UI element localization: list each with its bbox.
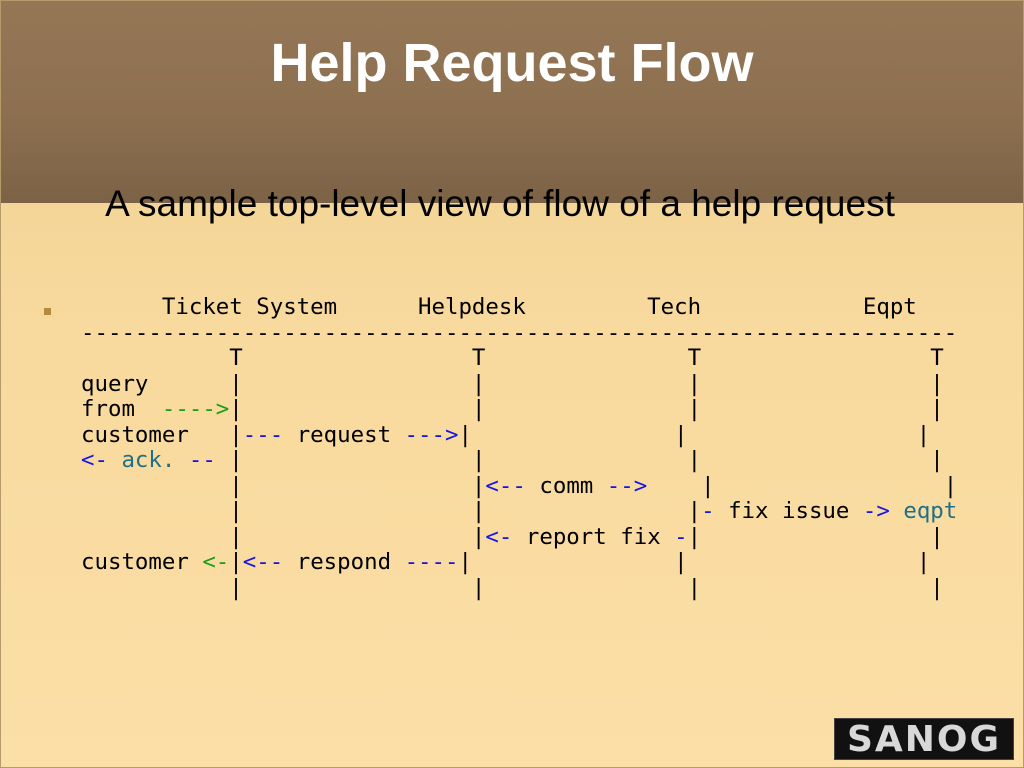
flow-segment: report fix: [512, 523, 675, 550]
sanog-logo-graphic: SANOG: [847, 719, 1001, 759]
flow-segment: --->: [404, 421, 459, 448]
flow-segment: T T T T: [81, 345, 944, 371]
flow-line: query | | | |: [81, 370, 957, 398]
flow-segment: request: [283, 421, 405, 448]
flow-segment: | |: [81, 472, 486, 499]
bullet-marker: [44, 308, 51, 315]
flow-segment: -: [701, 498, 715, 524]
flow-line: from ---->| | | |: [81, 396, 957, 423]
flow-line: T T T T: [81, 345, 957, 372]
flow-line: Ticket System Helpdesk Tech Eqpt: [81, 294, 957, 321]
flow-segment: respond: [283, 549, 405, 575]
flow-segment: from: [81, 396, 162, 422]
flow-line: <- ack. -- | | | |: [81, 447, 957, 474]
flow-segment: <--: [242, 549, 284, 575]
flow-segment: -->: [606, 472, 648, 499]
flow-segment: customer: [81, 549, 203, 575]
flow-segment: --: [188, 447, 216, 473]
logo-text: SANOG: [847, 719, 1001, 759]
title-band: [1, 1, 1023, 203]
flow-line: ----------------------------------------…: [81, 319, 958, 347]
flow-line: | | | |: [81, 574, 957, 602]
flow-segment: | | |: [81, 498, 702, 524]
flow-segment: <-: [485, 523, 513, 550]
flow-segment: | | | |: [229, 396, 944, 422]
flow-segment: <--: [485, 472, 526, 499]
flow-segment: ->: [862, 498, 890, 524]
flow-line: customer <-|<-- respond ----| | |: [81, 549, 957, 576]
flow-segment: ack.: [107, 447, 189, 473]
flow-segment: ----: [404, 549, 459, 575]
flow-segment: ----------------------------------------…: [81, 319, 958, 346]
flow-segment: | | |: [458, 421, 931, 448]
flow-segment: ---: [242, 421, 284, 448]
flow-segment: -: [674, 523, 688, 550]
flow-segment: query | | | |: [81, 370, 944, 397]
flow-line: | | |- fix issue -> eqpt: [81, 498, 958, 525]
flow-segment: fix issue: [714, 498, 863, 524]
flow-segment: customer |: [81, 421, 243, 448]
slide-title: Help Request Flow: [270, 33, 754, 93]
flow-line: | |<-- comm --> | |: [81, 472, 958, 500]
flow-segment: | |: [647, 472, 958, 499]
slide-subtitle: A sample top-level view of flow of a hel…: [105, 183, 895, 224]
flow-line: | |<- report fix -| |: [81, 523, 957, 551]
flow-segment: <-: [202, 549, 230, 575]
flow-segment: eqpt: [889, 498, 958, 524]
flow-segment: Ticket System Helpdesk Tech Eqpt: [81, 294, 917, 320]
flow-segment: | |: [81, 523, 486, 550]
flow-segment: |: [229, 549, 243, 575]
flow-diagram: Ticket System Helpdesk Tech Eqpt--------…: [81, 294, 958, 602]
flow-segment: <-: [81, 447, 108, 473]
flow-line: customer |--- request --->| | |: [81, 421, 957, 449]
flow-segment: ---->: [161, 396, 230, 422]
flow-segment: | |: [687, 523, 944, 550]
flow-segment: | | |: [458, 549, 931, 575]
flow-segment: | | | |: [215, 447, 944, 473]
flow-segment: | | | |: [81, 574, 944, 601]
sanog-logo: SANOG: [834, 718, 1014, 760]
flow-segment: comm: [525, 472, 607, 499]
